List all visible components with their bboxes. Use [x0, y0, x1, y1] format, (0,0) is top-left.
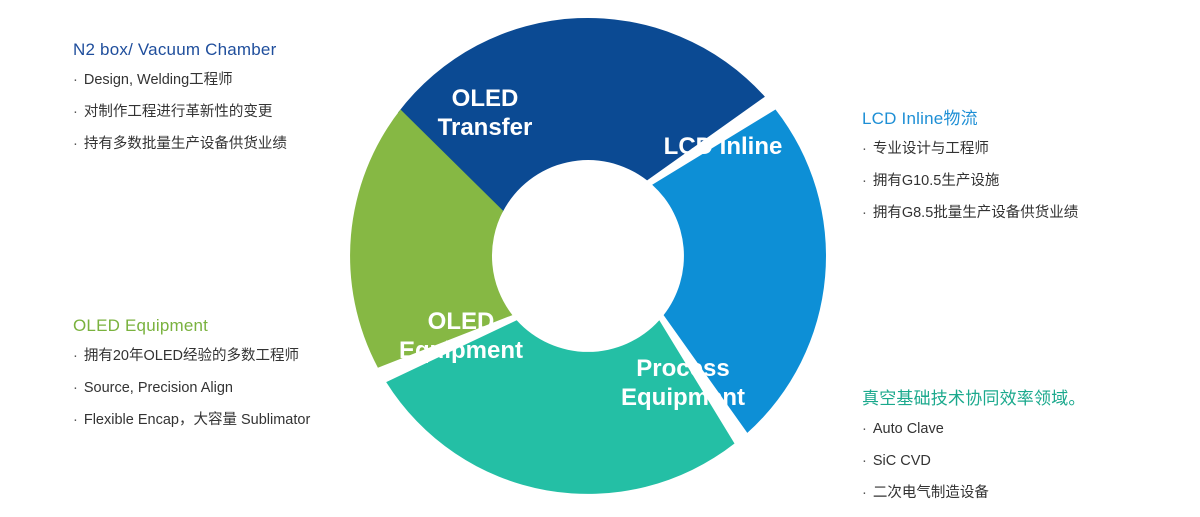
list-item: ·专业设计与工程师 [862, 141, 989, 157]
list-item: ·拥有G8.5批量生产设备供货业绩 [862, 205, 1079, 221]
label-process-equipment-line2: Equipment [621, 384, 745, 411]
segment-oled-transfer [397, 17, 765, 213]
lcd-inline-block: LCD Inline物流 ·专业设计与工程师 ·拥有G10.5生产设施 ·拥有G… [862, 104, 1078, 237]
list-item: ·拥有20年OLED经验的多数工程师 [73, 348, 299, 364]
list-item: ·二次电气制造设备 [862, 485, 989, 501]
label-oled-transfer-line1: OLED [452, 85, 519, 112]
list-item: ·SiC CVD [862, 453, 931, 469]
segment-lcd-inline [652, 109, 826, 433]
segment-oled-equipment [350, 109, 513, 368]
oled-equipment-block: OLED Equipment ·拥有20年OLED经验的多数工程师 ·Sourc… [73, 316, 310, 444]
label-process-equipment-line1: Process [636, 355, 729, 382]
list-item: ·拥有G10.5生产设施 [862, 173, 1000, 189]
label-lcd-inline: LCD Inline [664, 133, 783, 160]
vacuum-tech-heading: 真空基础技术协同效率领域。 [862, 389, 1086, 408]
label-oled-transfer-line2: Transfer [438, 114, 533, 141]
segment-process-equipment [386, 320, 735, 494]
list-item: ·Auto Clave [862, 421, 944, 437]
oled-equipment-heading: OLED Equipment [73, 316, 209, 335]
vacuum-tech-block: 真空基础技术协同效率领域。 ·Auto Clave ·SiC CVD ·二次电气… [862, 384, 1086, 517]
n2-box-heading: N2 box/ Vacuum Chamber [73, 40, 277, 59]
list-item: ·Design, Welding工程师 [73, 72, 233, 88]
list-item: ·对制作工程进行革新性的变更 [73, 104, 273, 120]
label-oled-equipment-line2: Equipment [399, 337, 523, 364]
label-oled-equipment-line1: OLED [428, 308, 495, 335]
list-item: ·Source, Precision Align [73, 380, 233, 396]
list-item: ·Flexible Encap，大容量 Sublimator [73, 412, 311, 428]
n2-box-block: N2 box/ Vacuum Chamber ·Design, Welding工… [73, 40, 287, 168]
lcd-inline-heading: LCD Inline物流 [862, 109, 978, 128]
list-item: ·持有多数批量生产设备供货业绩 [73, 136, 287, 152]
